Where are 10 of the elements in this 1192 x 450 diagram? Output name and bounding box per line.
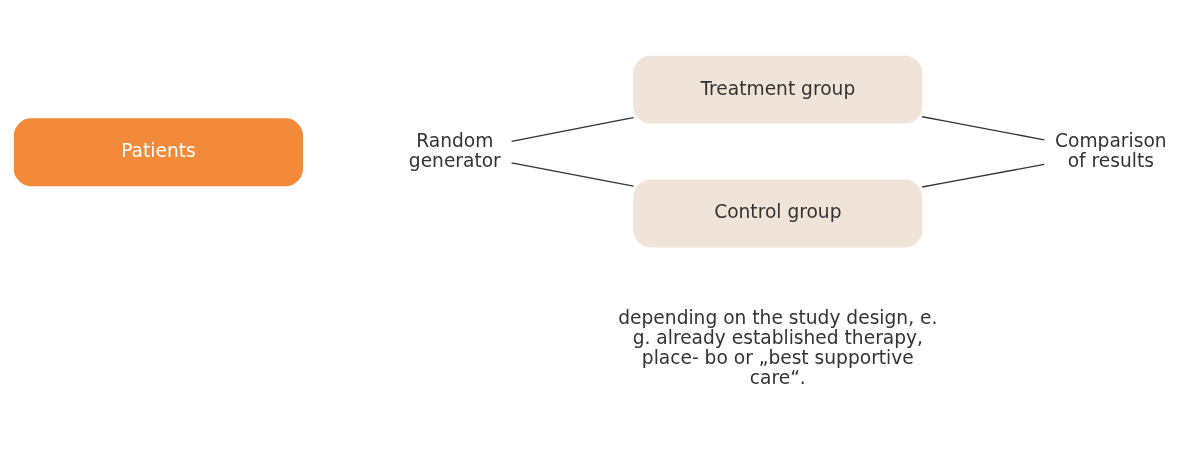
connector (510, 116, 635, 142)
node-box: Control group (633, 179, 923, 247)
node-label: depending on the study design, e. g. already established therapy, place- bo or „best supportive care“. (618, 306, 938, 388)
node-box: Patients (13, 117, 303, 186)
node-box: Treatment group (633, 55, 923, 124)
connector (921, 163, 1045, 188)
node-text: Comparison of results (1055, 129, 1167, 171)
connector (510, 161, 635, 187)
node-text: Random generator (408, 129, 501, 171)
connector (921, 115, 1045, 141)
